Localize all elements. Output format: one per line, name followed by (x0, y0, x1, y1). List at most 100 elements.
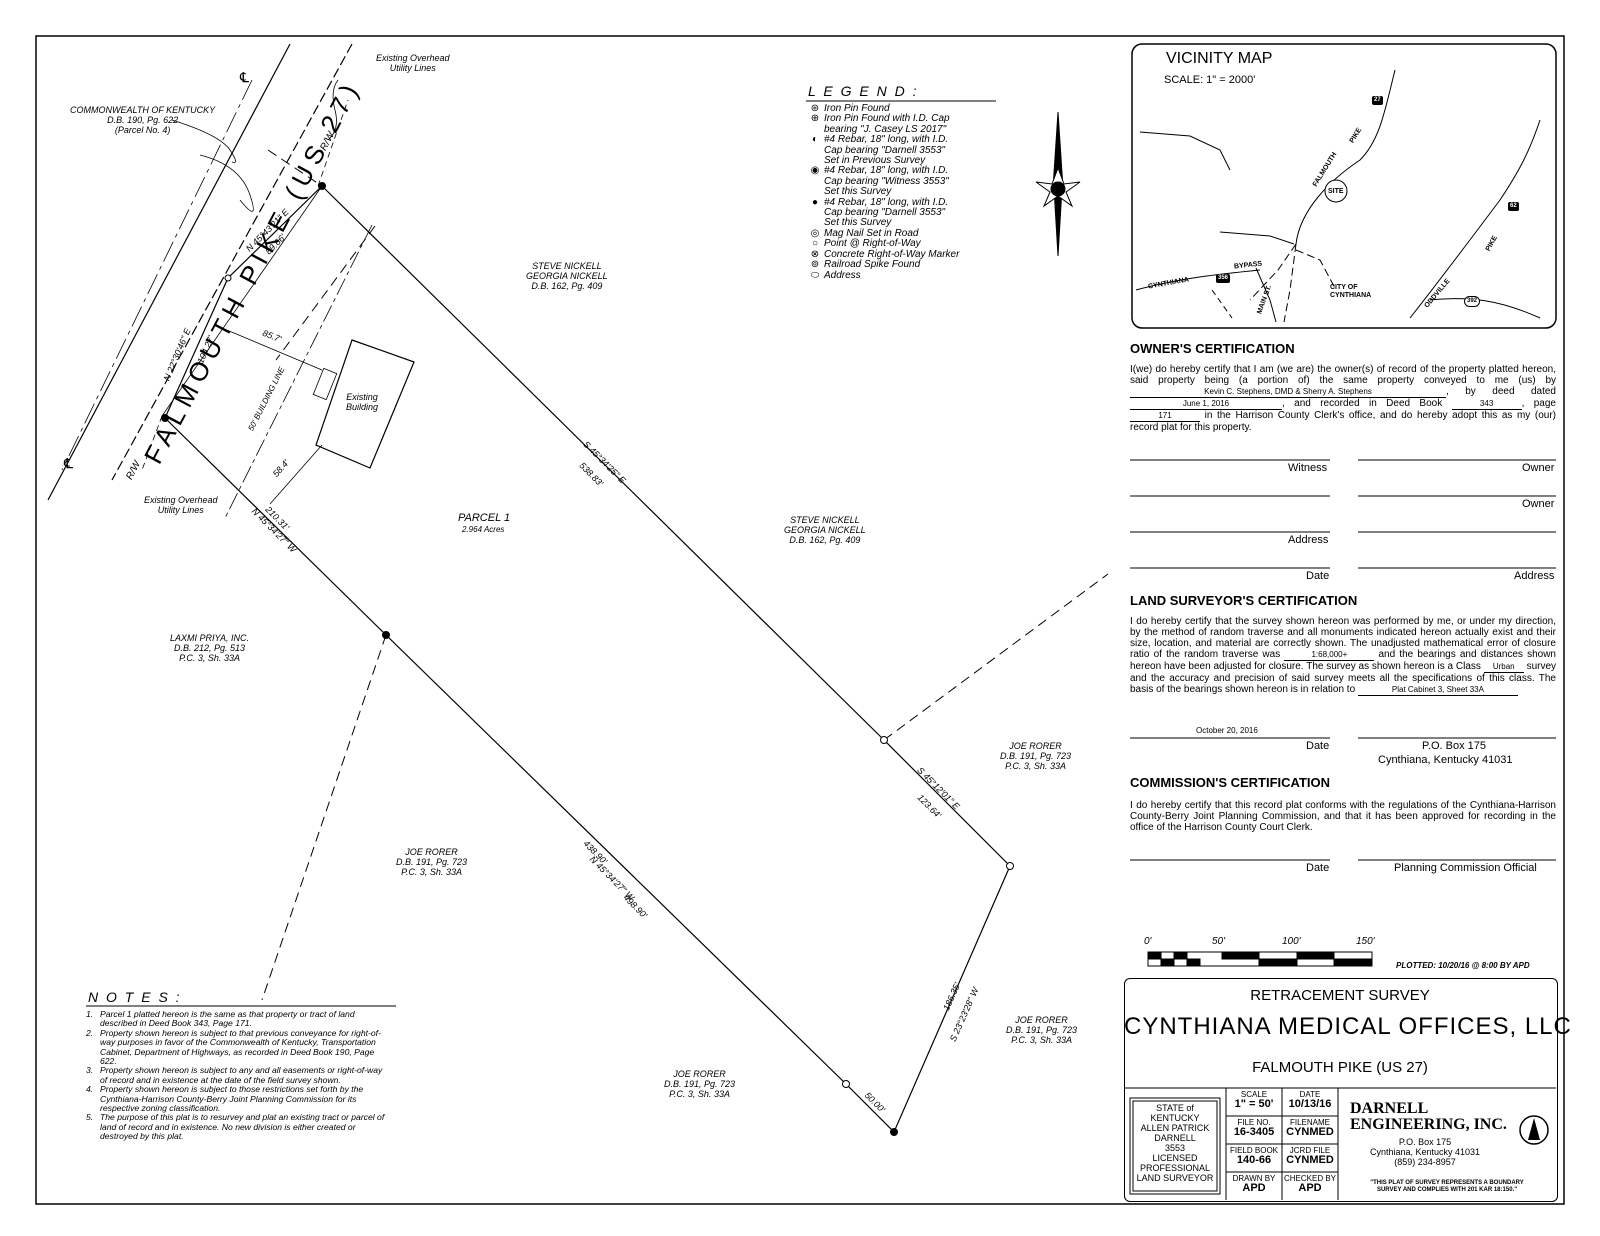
legend-item: ⊛Iron Pin Found (806, 103, 996, 114)
tb-header: DATE (1299, 1090, 1321, 1099)
owner-rorer-2: JOE RORER D.B. 191, Pg. 723 P.C. 3, Sh. … (396, 847, 467, 878)
surveyor-cert-ratio: 1:68,000+ (1284, 649, 1375, 661)
tb-value: CYNMED (1286, 1126, 1334, 1139)
owner-line: P.C. 3, Sh. 33A (1005, 760, 1066, 771)
tb-value: APD (1298, 1182, 1322, 1195)
owner-label-2: Owner (1522, 498, 1555, 510)
surveyor-cert-class: Urban (1483, 661, 1524, 673)
legend-title: L E G E N D : (808, 83, 919, 99)
existing-building (315, 339, 415, 469)
note-text: Property shown hereon is subject to thos… (100, 1084, 364, 1114)
route-62-icon: 62 (1508, 202, 1519, 211)
firm-name-1: DARNELL (1350, 1100, 1429, 1117)
adjoiner-lines (261, 149, 1109, 1001)
owner-line: D.B. 191, Pg. 723 (664, 1078, 736, 1089)
owner-line: GEORGIA NICKELL (784, 524, 866, 535)
surveyor-cert-basis: Plat Cabinet 3, Sheet 33A (1357, 684, 1518, 696)
legend-item: ●#4 Rebar, 18" long, with I.D. Cap beari… (806, 197, 996, 229)
building-label: Existing Building (346, 392, 379, 412)
scale-tick-50: 50' (1212, 936, 1226, 947)
tb-header: FILENAME (1289, 1118, 1330, 1127)
legend-item: ⬭Address (806, 269, 996, 281)
firm-phone: (859) 234-8957 (1394, 1157, 1456, 1167)
centerline-mark-bottom: ℄ (64, 455, 73, 471)
surveyor-cert-paragraph: I do hereby certify that the survey show… (1130, 616, 1556, 696)
commission-cert-title: COMMISSION'S CERTIFICATION (1130, 775, 1331, 790)
darnell-logo-icon (1519, 1115, 1549, 1145)
legend-text: #4 Rebar, 18" long, with I.D. Cap bearin… (824, 165, 949, 198)
legend-text: Concrete Right-of-Way Marker (824, 248, 960, 260)
owner-line: STEVE NICKELL (790, 515, 860, 525)
overhead-lines-label-top: Existing Overhead Utility Lines (376, 53, 450, 73)
surveyor-seal: STATE of KENTUCKY ALLEN PATRICK DARNELL … (1133, 1103, 1217, 1183)
tb-header: FIELD BOOK (1229, 1146, 1278, 1155)
commission-cert-paragraph: I do hereby certify that this record pla… (1130, 800, 1556, 833)
legend-item: ⊕ Iron Pin Found with I.D. Cap bearing "J… (806, 114, 996, 135)
tb-value: 1" = 50' (1234, 1098, 1274, 1111)
legend-text: Point @ Right-of-Way (824, 238, 921, 250)
surveyor-cert-title: LAND SURVEYOR'S CERTIFICATION (1130, 593, 1358, 608)
owner-cert-grantor: Kevin C. Stephens, DMD & Sherry A. Steph… (1130, 386, 1446, 398)
owner-line: COMMONWEALTH OF KENTUCKY (70, 105, 216, 115)
firm-address-1: P.O. Box 175 (1398, 1137, 1452, 1147)
owner-nickell-1: STEVE NICKELL GEORGIA NICKELL D.B. 162, … (526, 261, 608, 292)
parcel-area: 2.964 Acres (462, 525, 505, 534)
plotted-stamp: PLOTTED: 10/20/16 @ 8:00 BY APD (1396, 961, 1530, 970)
note-number: 3. (86, 1065, 94, 1076)
legend-symbol-icon: ⊕ (810, 113, 820, 125)
seal-line: LICENSED (1152, 1153, 1198, 1163)
tb-header: FILE NO. (1237, 1118, 1271, 1127)
notes-list: 1.Parcel 1 platted hereon is the same as… (86, 1009, 386, 1142)
note-number: 2. (86, 1027, 94, 1038)
vicinity-map-frame (1131, 43, 1557, 329)
surveyor-cert-text: and the bearings and distances shown her… (1130, 649, 1556, 672)
owner-line: D.B. 190, Pg. 622 (107, 114, 179, 125)
owner-date-label: Date (1306, 570, 1330, 582)
owner-line: D.B. 191, Pg. 723 (1006, 1024, 1078, 1035)
scale-tick-100: 100' (1282, 936, 1301, 947)
route-27-icon: 27 (1372, 96, 1383, 105)
surveyor-city: Cynthiana, Kentucky 41031 (1378, 754, 1513, 766)
owner-cert-text: , by deed dated (1446, 386, 1556, 397)
legend-text: Railroad Spike Found (824, 259, 921, 271)
signature-lines (1130, 459, 1556, 861)
commission-official-label: Planning Commission Official (1394, 862, 1537, 874)
owner-line: P.C. 3, Sh. 33A (179, 652, 240, 663)
tb-value: 140-66 (1236, 1154, 1272, 1167)
owner-commonwealth: COMMONWEALTH OF KENTUCKY D.B. 190, Pg. 6… (70, 105, 216, 136)
vicinity-label-site: SITE (1328, 188, 1344, 195)
seal-line: DARNELL (1154, 1133, 1196, 1143)
parcel-boundary (164, 185, 1011, 1134)
legend-item: ◉ #4 Rebar, 18" long, with I.D. Cap beari… (806, 166, 996, 197)
tb-value: CYNMED (1286, 1154, 1334, 1167)
legend-text: Address (824, 269, 861, 281)
owner-line: GEORGIA NICKELL (526, 270, 608, 281)
legend-text: Iron Pin Found with I.D. Cap bearing "J.… (824, 113, 950, 135)
owner-rorer-3: JOE RORER D.B. 191, Pg. 723 P.C. 3, Sh. … (1006, 1015, 1078, 1046)
commission-date-label: Date (1306, 862, 1330, 874)
scale-tick-0: 0' (1144, 936, 1152, 947)
legend-symbol-icon: ◉ (810, 165, 820, 177)
building-setback-line (223, 224, 373, 521)
vicinity-map-roads (1135, 69, 1541, 323)
route-392-icon: 392 (1464, 296, 1481, 307)
owner-line: D.B. 212, Pg. 513 (173, 642, 246, 653)
owner-line: D.B. 162, Pg. 409 (789, 534, 861, 545)
owner-line: D.B. 162, Pg. 409 (531, 280, 603, 291)
tb-value: APD (1242, 1182, 1266, 1195)
legend-text: #4 Rebar, 18" long, with I.D. Cap bearin… (824, 134, 949, 167)
sheet-border (35, 35, 1565, 1205)
owner-cert-paragraph: I(we) do hereby certify that I am (we ar… (1130, 364, 1556, 433)
building-porch (312, 367, 338, 401)
legend-list: ⊛Iron Pin Found ⊕ Iron Pin Found with I.D… (806, 103, 996, 281)
dimension-arrows (221, 327, 323, 505)
note-text: Property shown hereon is subject to any … (100, 1065, 383, 1085)
owner-cert-deed-date: June 1, 2016 (1130, 398, 1282, 410)
owner-line: STEVE NICKELL (532, 261, 602, 271)
notes-title: N O T E S : (88, 989, 182, 1005)
route-356-icon: 356 (1216, 274, 1231, 283)
